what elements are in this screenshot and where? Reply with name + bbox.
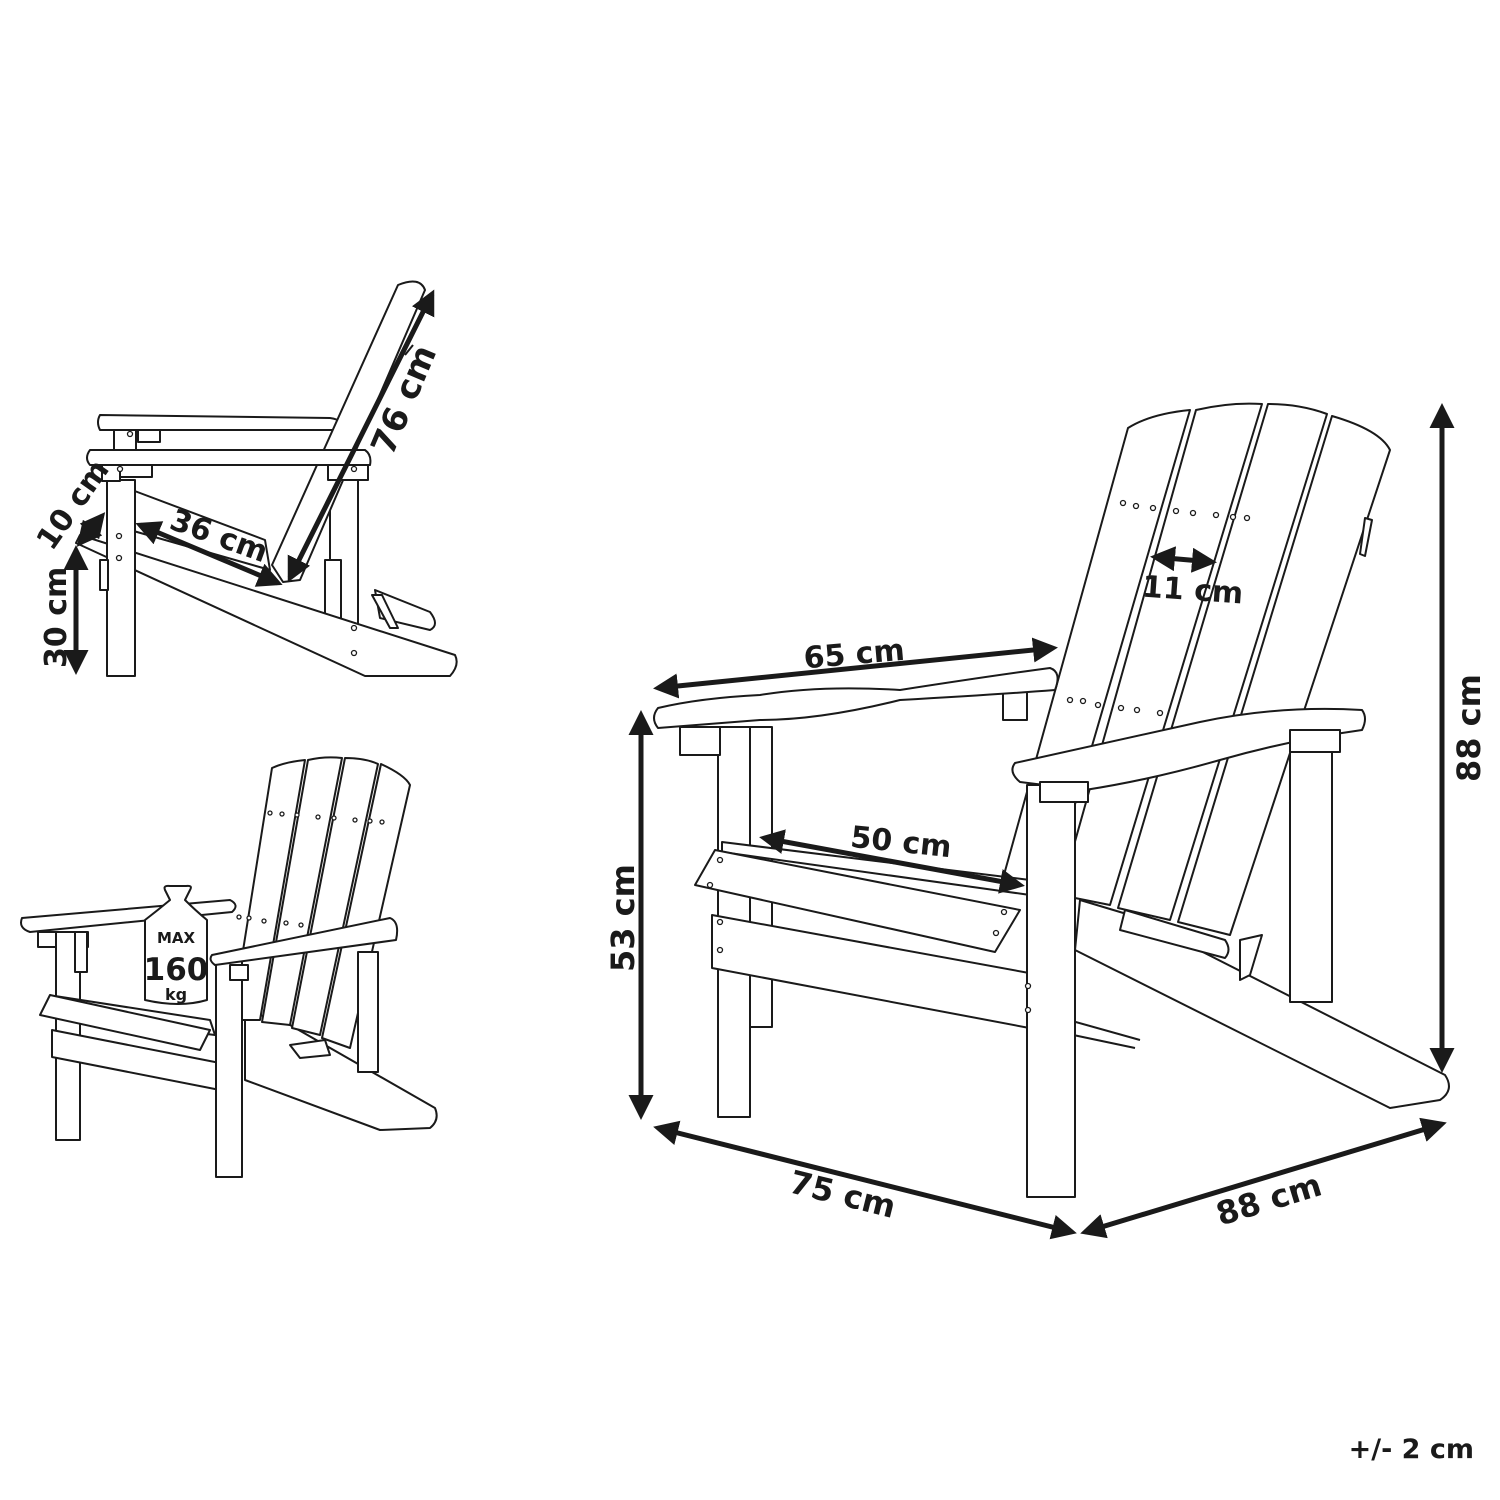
label-front-edge: 10 cm [30, 454, 117, 557]
weight-badge [144, 884, 208, 1005]
weight-badge-unit: kg [165, 985, 187, 1004]
label-seat-front-height: 30 cm [39, 567, 74, 668]
load-view-chair [20, 756, 438, 1178]
side-view-chair [75, 280, 458, 677]
label-arm-height: 53 cm [604, 864, 642, 972]
label-total-height: 88 cm [1450, 674, 1488, 782]
label-slat-width: 11 cm [1141, 570, 1244, 612]
main-dimension-arrows [628, 403, 1455, 1240]
weight-badge-value: 160 [144, 952, 209, 988]
main-view-chair [653, 402, 1450, 1198]
label-armrest-length: 65 cm [802, 633, 906, 677]
tolerance-note: +/- 2 cm [1348, 1434, 1474, 1465]
side-dimension-arrows [63, 289, 435, 675]
weight-badge-max: MAX [157, 929, 196, 947]
